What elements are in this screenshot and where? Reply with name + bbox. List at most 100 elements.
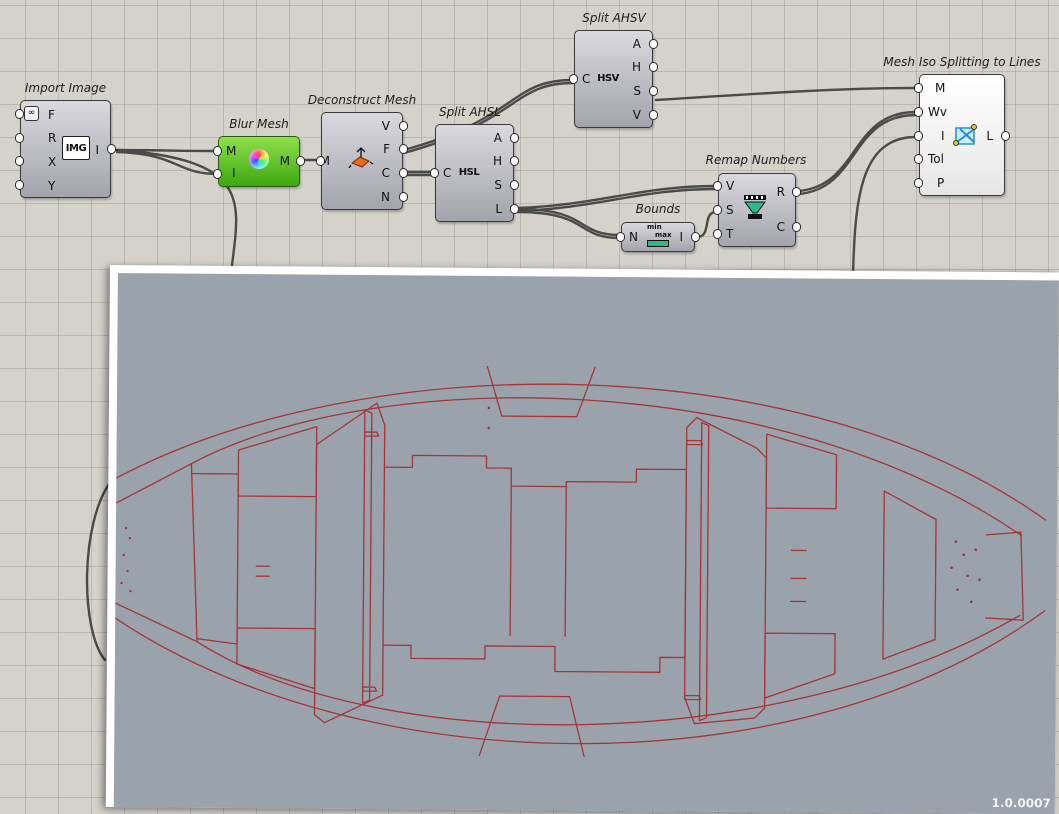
center-deck [383,455,687,672]
wire-ahsv-to-mesh [656,88,916,100]
port-label-c: C [443,166,451,180]
center-seam-a [510,486,511,636]
mesh-iso-splitting-node[interactable]: Mesh Iso Splitting to Lines M Wv I Tol P… [919,74,1005,196]
output-port-l[interactable] [510,204,519,214]
rhino-viewport[interactable]: 1.0.0007 [114,273,1059,814]
wire-remap-to-mesh [799,112,916,191]
input-port-i[interactable] [914,131,923,141]
port-label-y: Y [48,179,55,193]
node-title: Split AHSL [425,105,515,119]
port-label-t: T [726,227,733,241]
input-port-t[interactable] [713,229,722,239]
right-panel-upper [766,434,837,509]
top-notch [487,366,595,417]
port-label-h: H [632,60,641,74]
right-panel-lower [765,633,836,699]
output-port-l[interactable] [1001,131,1010,141]
viewport-scale-label: 1.0.0007 [992,796,1051,810]
output-port-i[interactable] [107,144,116,154]
hsl-split-icon: HSL [455,163,483,181]
rhino-viewport-frame[interactable]: 1.0.0007 [106,265,1059,814]
input-port-s[interactable] [713,205,722,215]
left-panel-upper [238,426,317,497]
input-port-r[interactable] [15,133,24,143]
port-label-n: N [381,190,390,204]
node-title: Split AHSV [564,11,664,25]
output-port-a[interactable] [510,133,519,143]
port-label-r: R [777,185,785,199]
wire-image-to-blur [117,150,218,151]
split-ahsl-node[interactable]: Split AHSL C HSL A H S L [435,124,514,222]
port-label-f: F [383,142,390,156]
output-port-s[interactable] [510,180,519,190]
clip-top-right [687,441,703,445]
remap-numbers-node[interactable]: Remap Numbers V S T R C [718,173,796,247]
input-port-n[interactable] [616,232,625,242]
right-bulkhead-inner [699,423,708,721]
input-port-c[interactable] [569,74,578,84]
port-label-l: L [495,202,502,216]
output-port-c[interactable] [399,168,408,178]
port-label-i: I [679,230,683,244]
bounds-max-label: max [655,231,672,239]
hull-bottom-curve [114,603,1045,747]
iso-curve-preview [114,273,1059,814]
output-port-m[interactable] [296,156,305,166]
hsl-icon-label: HSL [459,167,479,178]
right-bow-frame [985,532,1024,620]
right-panel-far [883,491,936,659]
output-port-r[interactable] [792,187,801,197]
link-icon: ∞ [24,106,39,121]
left-bulkhead-inner [363,410,372,703]
input-port-p[interactable] [914,178,923,188]
wire-ahsl-l-to-bounds [517,209,620,235]
output-port-s[interactable] [649,86,658,96]
hull-inner-bottom [196,609,1020,729]
split-ahsv-node[interactable]: Split AHSV C HSV A H S V [574,30,653,128]
right-bulkhead [684,418,766,725]
port-label-a: A [494,131,502,145]
wire-image-to-blur-i [117,152,218,174]
node-title: Import Image [20,81,111,95]
color-wheel-icon [249,149,269,169]
input-port-c[interactable] [430,168,439,178]
input-port-v[interactable] [713,181,722,191]
input-port-tol[interactable] [914,154,923,164]
output-port-h[interactable] [510,156,519,166]
port-label-v: V [382,119,390,133]
bounds-node[interactable]: Bounds N min max I [621,222,695,252]
output-port-v[interactable] [399,121,408,131]
output-port-a[interactable] [649,39,658,49]
output-port-i[interactable] [691,232,700,242]
input-port-i[interactable] [213,169,222,179]
hull-top-curve [116,381,1047,521]
input-port-y[interactable] [15,180,24,190]
input-port-m[interactable] [914,83,923,93]
node-title: Bounds [621,202,695,216]
input-port-f[interactable] [15,109,24,119]
output-port-f[interactable] [399,144,408,154]
clip-bottom-right [685,696,701,700]
input-port-m[interactable] [316,156,325,166]
port-label-c: C [582,72,590,86]
port-label-s: S [494,178,502,192]
port-label-i: I [941,129,945,143]
output-port-v[interactable] [649,110,658,120]
port-label-v: V [633,108,641,122]
hull-left-tip [115,463,198,642]
port-label-x: X [48,155,56,169]
port-label-i: I [232,166,236,180]
remap-icon [742,193,768,223]
node-title: Remap Numbers [698,153,814,167]
port-label-m: M [935,81,945,95]
input-port-x[interactable] [15,156,24,166]
deconstruct-mesh-node[interactable]: Deconstruct Mesh M V F C N [321,112,403,210]
input-port-wv[interactable] [914,107,923,117]
input-port-m[interactable] [213,146,222,156]
import-image-node[interactable]: Import Image ∞ F R X Y IMG I [20,100,111,198]
output-port-c[interactable] [792,222,801,232]
blur-mesh-node[interactable]: Blur Mesh M I M [218,136,300,187]
output-port-n[interactable] [399,192,408,202]
output-port-h[interactable] [649,62,658,72]
port-label-c: C [777,220,785,234]
